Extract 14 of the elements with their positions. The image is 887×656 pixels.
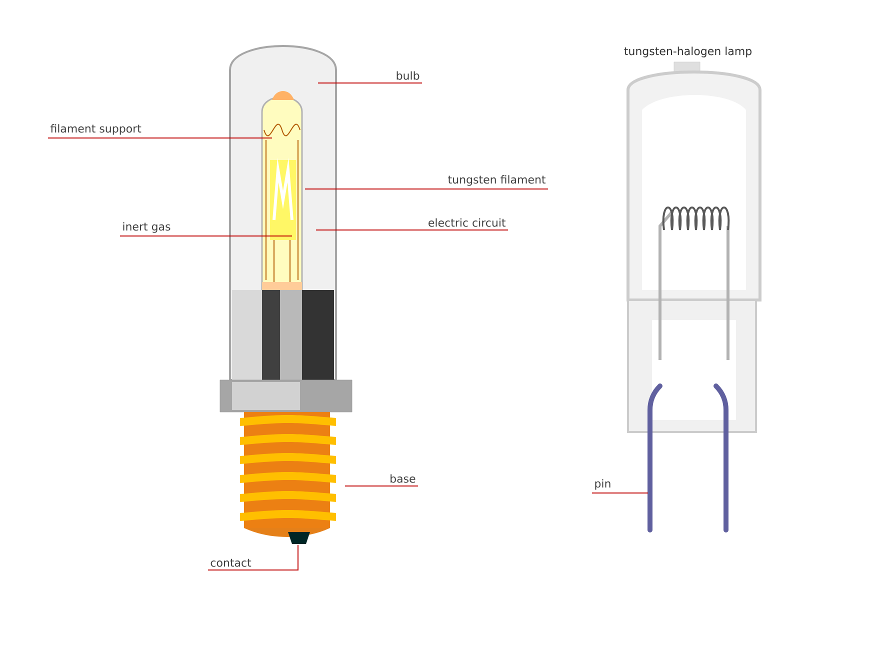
lamp-drawing [220, 45, 352, 544]
leader-line [304, 188, 548, 190]
leader-line [592, 492, 648, 494]
part-label: contact [210, 558, 252, 567]
leader-line [208, 544, 298, 570]
part-label: electric circuit [428, 218, 506, 227]
part-label: pin [595, 479, 610, 490]
part-label: filament support [50, 124, 142, 135]
halogen-lamp-drawing [626, 62, 762, 532]
part-label: inert gas [123, 222, 170, 233]
part-label: tungsten filament [448, 175, 546, 186]
part-label: base [390, 474, 416, 483]
leader-line [318, 82, 422, 84]
part-label: bulb [396, 71, 420, 80]
